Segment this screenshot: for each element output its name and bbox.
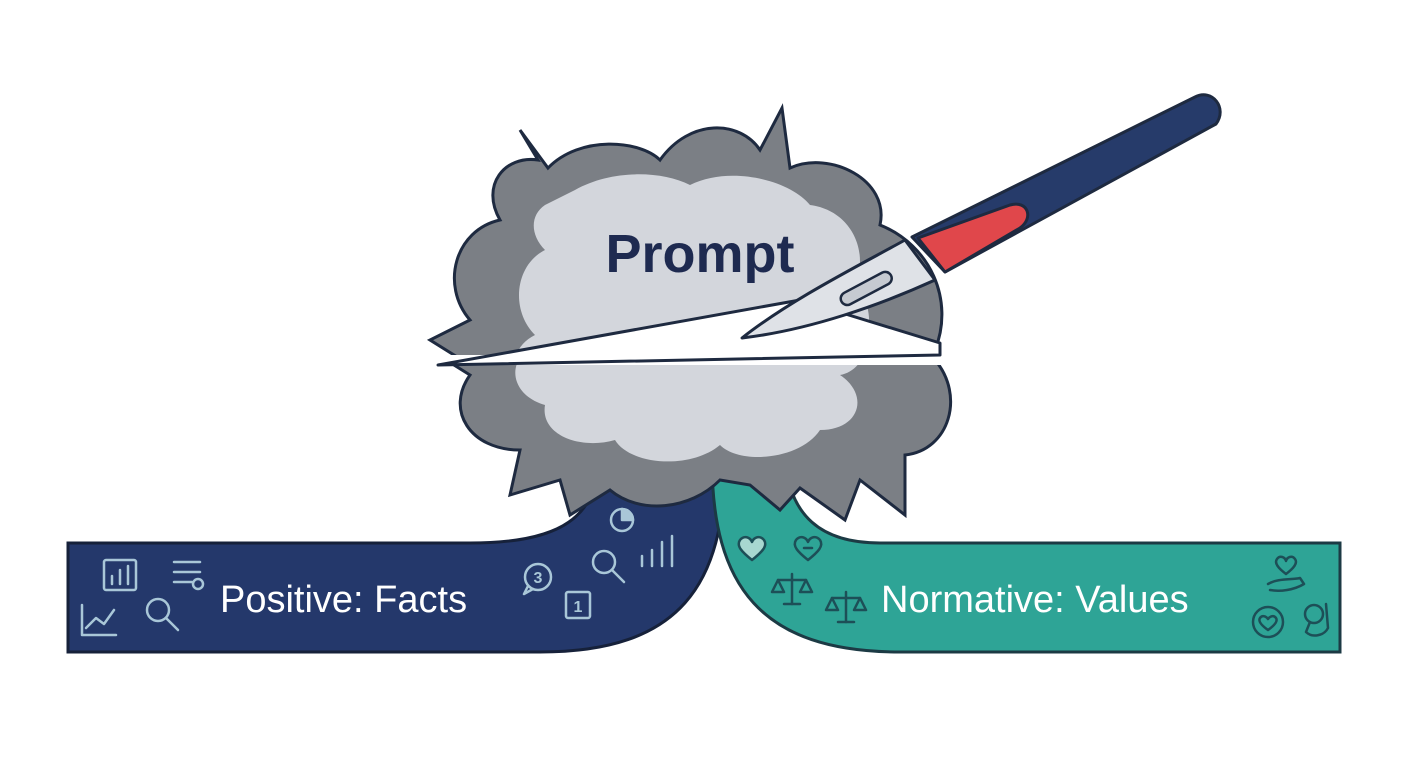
scales-icon [824, 590, 868, 624]
number-book-text: 1 [574, 599, 583, 616]
heart-circle-icon [1251, 605, 1285, 639]
pie-chart-icon [609, 507, 635, 533]
column-chart-icon [640, 534, 674, 568]
document-icon [172, 560, 205, 591]
magnifier-icon [591, 549, 626, 584]
scales-icon [770, 572, 814, 606]
scalpel-grip [916, 202, 1030, 274]
line-chart-icon [80, 603, 118, 637]
number-badge-text: 3 [534, 570, 543, 587]
heart-hand-icon [1266, 555, 1306, 592]
blade-slot [839, 270, 893, 307]
right-branch-ribbon [710, 458, 1342, 654]
prompt-label: Prompt [606, 224, 795, 284]
number-badge-icon [522, 562, 553, 596]
prompt-cloud-bottom [451, 365, 952, 523]
right-branch-label: Normative: Values [881, 579, 1189, 621]
left-branch-label: Positive: Facts [220, 579, 467, 621]
number-book-icon [564, 590, 592, 620]
scalpel [740, 93, 1222, 340]
heart-outline-icon [793, 535, 823, 562]
scalpel-blade [740, 238, 937, 340]
heart-icon [737, 535, 767, 562]
bar-chart-icon [102, 558, 138, 592]
ok-hand-icon [1303, 602, 1330, 637]
magnifier-icon [145, 597, 180, 632]
